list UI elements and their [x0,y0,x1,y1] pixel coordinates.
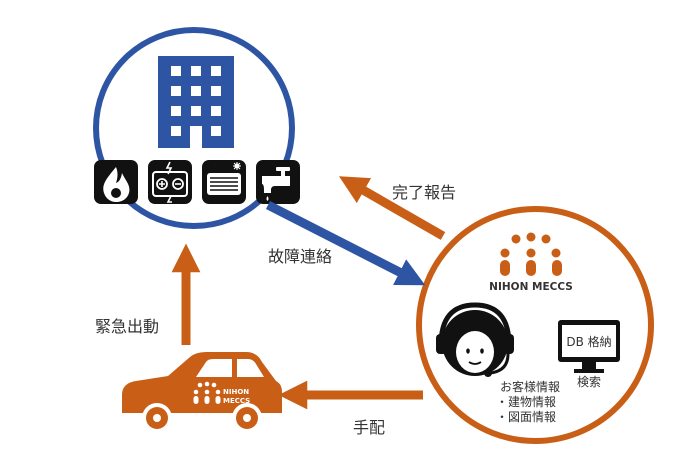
customer-info-title: お客様情報 [500,379,560,394]
car-logo-text: NIHON [223,388,249,396]
service-center-circle [416,206,654,444]
building-icon [158,56,234,148]
water-faucet-icon [256,160,300,204]
building-node [93,27,300,229]
failure-contact-arrow [265,200,426,286]
db-storage-label: DB 格納 [566,334,611,349]
electric-panel-icon [148,160,192,204]
service-center-node: NIHON MECCS DB 格納 検索 お客様情報 ・建物情報 ・図面情 [416,206,654,444]
search-label: 検索 [577,375,601,389]
emergency-dispatch-label: 緊急出動 [95,317,159,336]
completion-report-arrow [339,176,446,240]
car-logo-icon [193,381,221,404]
customer-info-item: ・図面情報 [496,410,556,424]
completion-report-label: 完了報告 [392,183,456,202]
arrangement-label: 手配 [353,418,385,437]
failure-contact-label: 故障連絡 [268,247,332,266]
service-car-icon: NIHON MECCS [122,352,282,433]
air-conditioner-icon [202,160,246,204]
car-logo-text: MECCS [223,397,250,405]
fire-icon [94,160,138,204]
customer-info-item: ・建物情報 [496,395,556,409]
company-logo [500,232,562,276]
monitor-icon [558,320,620,373]
operator-headset-icon [436,302,514,377]
company-name: NIHON MECCS [489,281,573,293]
